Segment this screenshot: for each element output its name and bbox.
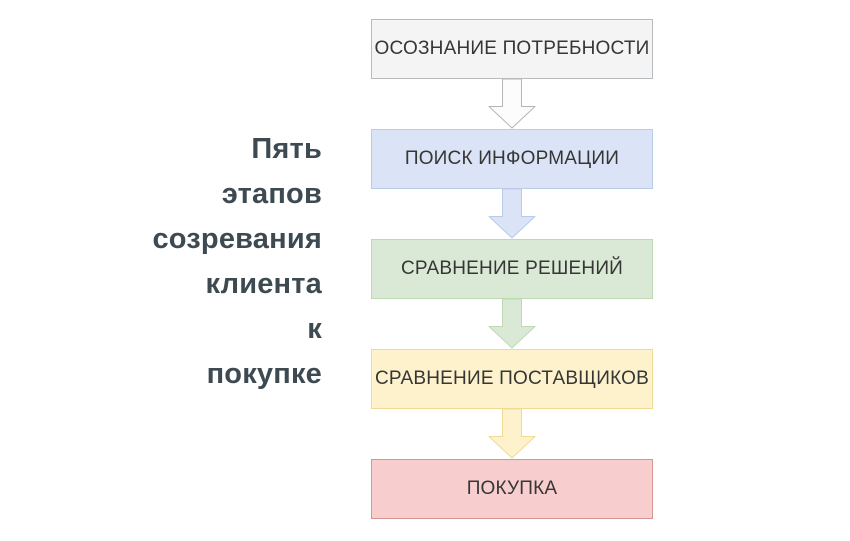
flow-step-label: ПОКУПКА: [466, 478, 558, 499]
flow-step-4: СРАВНЕНИЕ ПОСТАВЩИКОВ: [371, 349, 653, 409]
flow-arrow-4: [371, 409, 653, 459]
down-arrow-icon: [488, 299, 536, 349]
funnel-flow: ОСОЗНАНИЕ ПОТРЕБНОСТИ ПОИСК ИНФОРМАЦИИ СРА…: [371, 19, 653, 519]
flow-arrow-1: [371, 79, 653, 129]
flow-arrow-3: [371, 299, 653, 349]
flow-step-label: СРАВНЕНИЕ РЕШЕНИЙ: [400, 258, 624, 279]
flow-step-5: ПОКУПКА: [371, 459, 653, 519]
down-arrow-icon: [488, 79, 536, 129]
flow-arrow-2: [371, 189, 653, 239]
flow-step-label: СРАВНЕНИЕ ПОСТАВЩИКОВ: [374, 368, 649, 389]
flow-step-1: ОСОЗНАНИЕ ПОТРЕБНОСТИ: [371, 19, 653, 79]
diagram-title: Пять этапов созревания клиента к покупке: [152, 133, 322, 390]
flow-step-label: ПОИСК ИНФОРМАЦИИ: [404, 148, 620, 169]
flow-step-3: СРАВНЕНИЕ РЕШЕНИЙ: [371, 239, 653, 299]
down-arrow-icon: [488, 409, 536, 459]
down-arrow-icon: [488, 189, 536, 239]
flow-step-2: ПОИСК ИНФОРМАЦИИ: [371, 129, 653, 189]
flow-step-label: ОСОЗНАНИЕ ПОТРЕБНОСТИ: [374, 38, 650, 59]
